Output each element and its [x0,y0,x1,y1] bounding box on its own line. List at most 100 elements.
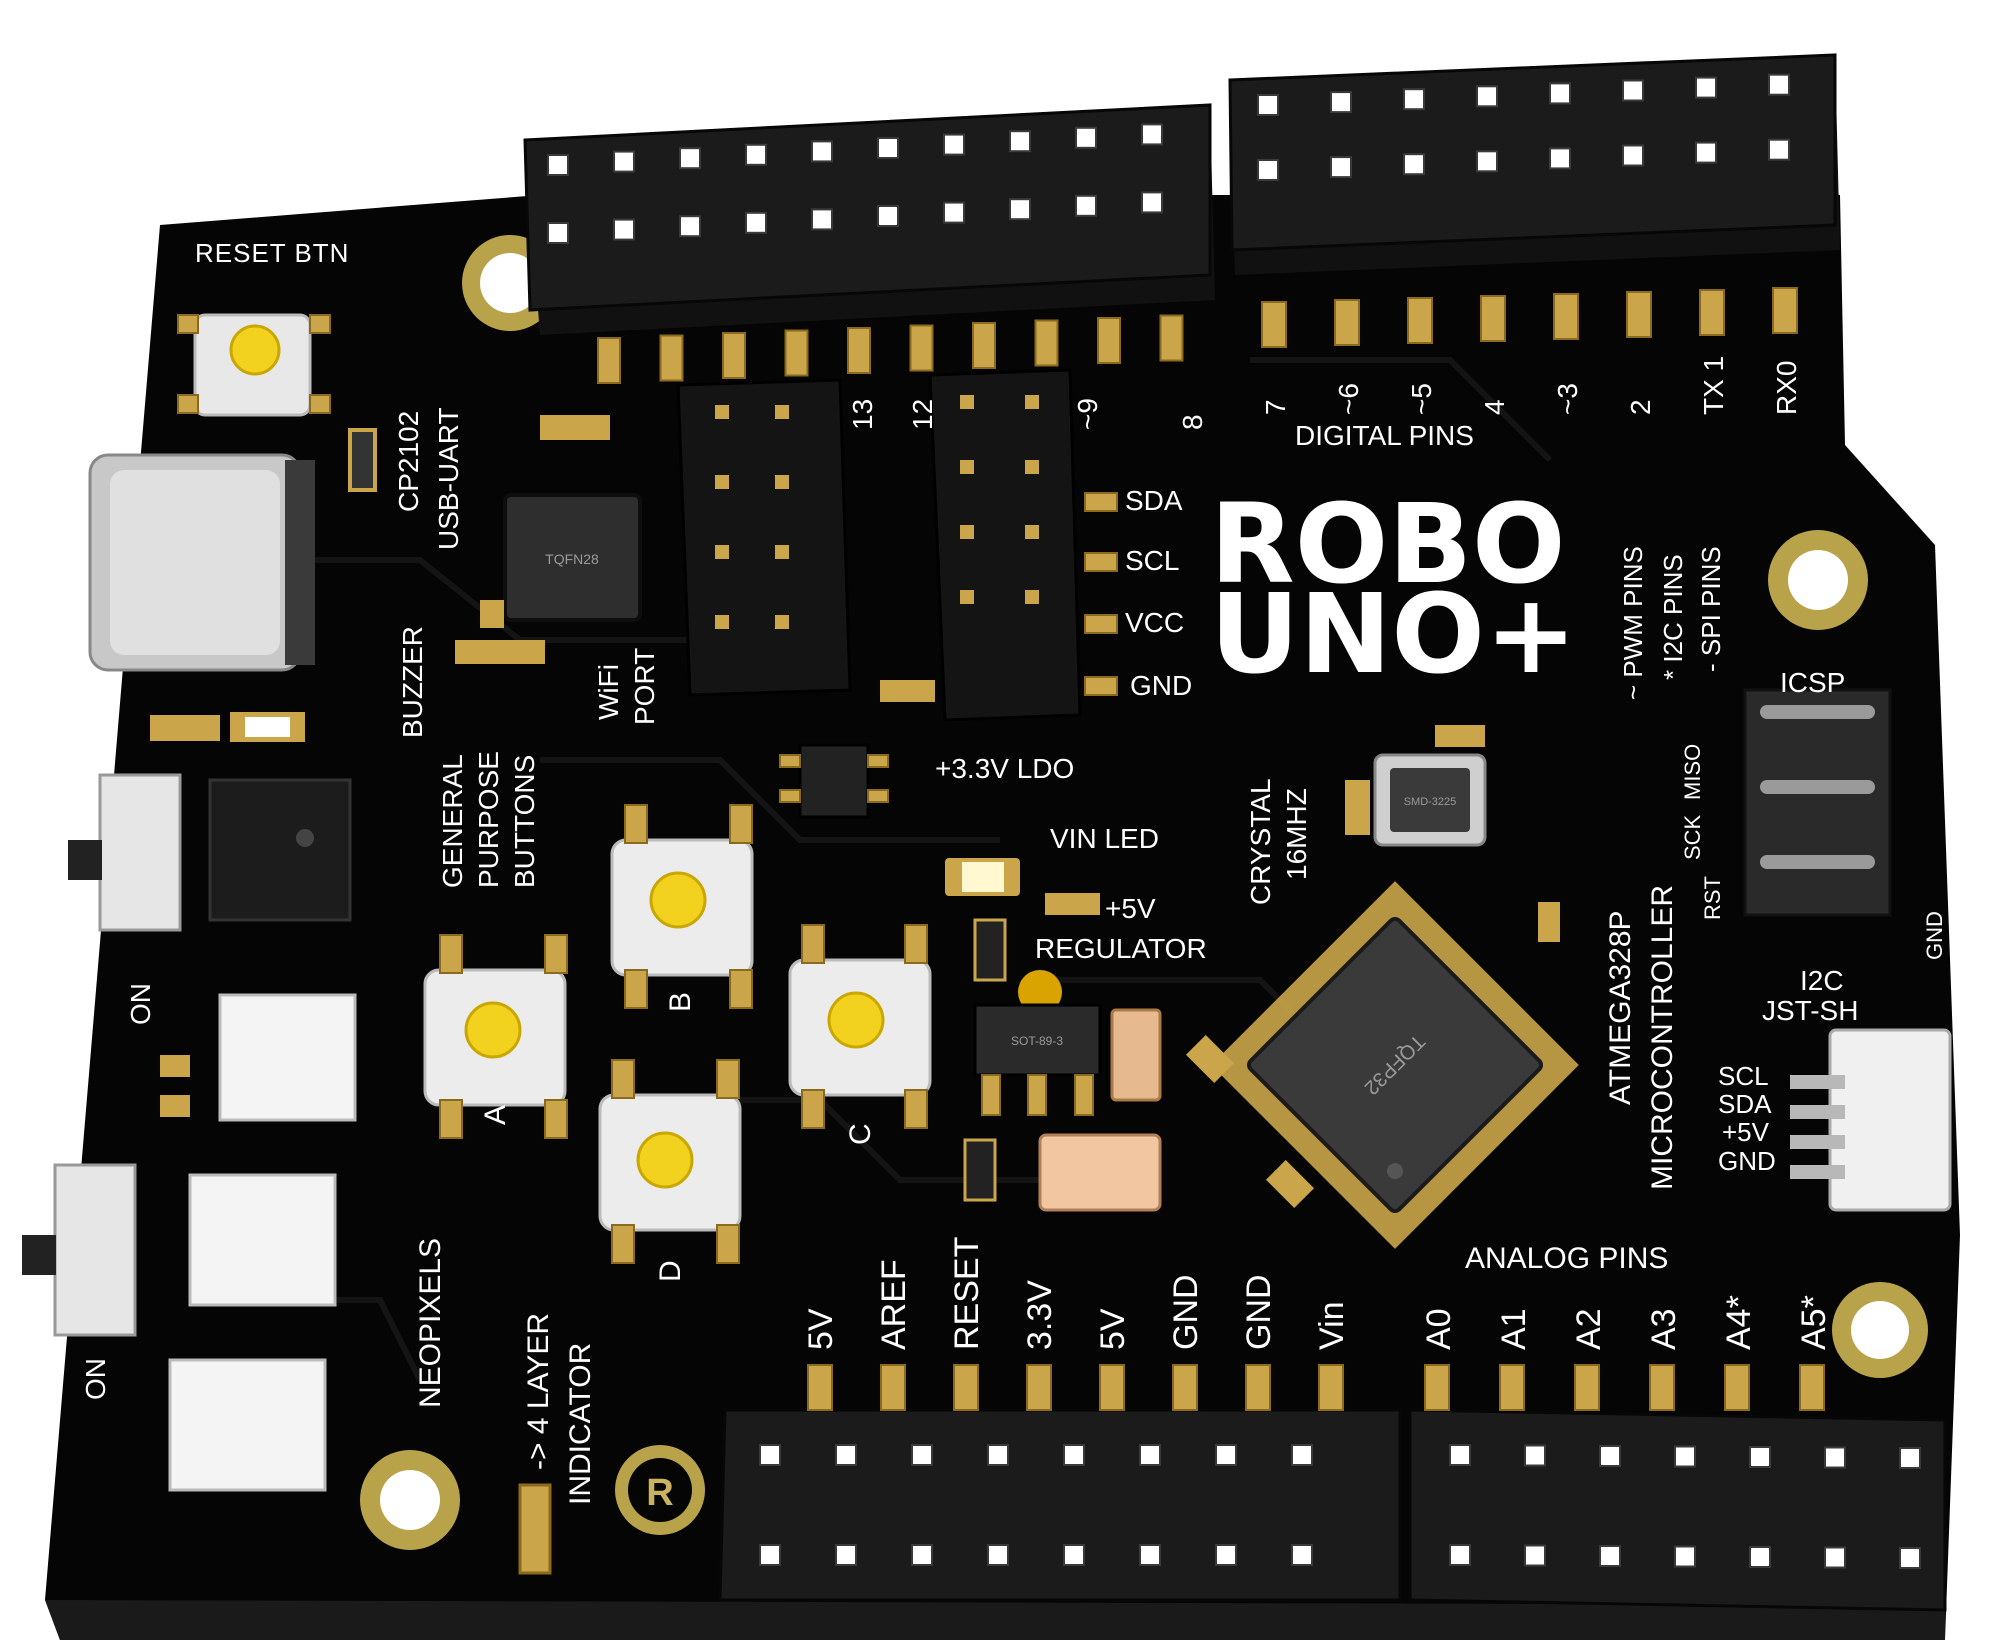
header-socket[interactable] [1009,130,1031,153]
header-socket[interactable] [1476,85,1498,108]
header-socket[interactable] [1768,73,1790,96]
header-socket[interactable] [1695,141,1717,164]
button-d[interactable] [598,1059,742,1264]
header-socket[interactable] [1215,1544,1237,1566]
icsp-pin-sck: SCK [1680,814,1705,860]
header-socket[interactable] [1215,1444,1237,1466]
header-socket[interactable] [759,1544,781,1566]
five-volt-regulator: SOT-89-3 [973,970,1102,1116]
header-socket[interactable] [1524,1544,1546,1567]
header-socket[interactable] [1403,88,1425,111]
header-socket[interactable] [1674,1445,1696,1468]
digital-pin-label: 13 [847,399,878,430]
header-socket[interactable] [1330,91,1352,114]
header-socket[interactable] [877,205,899,227]
pin-pad [909,324,934,372]
header-socket[interactable] [1330,156,1352,179]
button-b-label: B [664,992,697,1012]
header-socket[interactable] [987,1444,1009,1466]
header-socket[interactable] [1075,126,1097,149]
header-socket[interactable] [613,218,635,241]
header-socket[interactable] [613,150,635,173]
header-socket[interactable] [911,1444,933,1466]
icsp-pin-gnd: GND [1922,911,1947,960]
icsp-header [1743,688,1892,917]
header-socket[interactable] [759,1444,781,1466]
header-socket[interactable] [1139,1444,1161,1466]
digital-pin-label: RX0 [1771,361,1802,415]
header-socket[interactable] [811,208,833,231]
header-socket[interactable] [943,133,965,156]
header-socket[interactable] [1768,138,1790,161]
atmega-label: ATMEGA328P [1604,910,1637,1105]
on-label-2: ON [80,1358,111,1400]
header-socket[interactable] [1449,1544,1471,1566]
header-socket[interactable] [987,1544,1009,1566]
button-b[interactable] [610,804,754,1009]
header-socket[interactable] [1141,123,1163,146]
header-socket[interactable] [811,140,833,163]
power-switch-2[interactable] [22,1163,137,1337]
digital-pin-label: ~9 [1072,398,1103,430]
header-socket[interactable] [877,137,899,159]
header-socket[interactable] [835,1444,857,1466]
button-d-label: D [654,1260,687,1282]
header-socket[interactable] [1009,198,1031,221]
crystal-marking: SMD-3225 [1404,796,1457,808]
digital-pin-label: TX 1 [1698,356,1729,415]
header-socket[interactable] [835,1544,857,1566]
button-a[interactable] [423,934,568,1139]
header-socket[interactable] [943,201,965,224]
header-socket[interactable] [1599,1545,1621,1567]
header-socket[interactable] [1695,76,1717,99]
header-socket[interactable] [1139,1544,1161,1566]
pin-pad [880,1364,906,1411]
usb-uart-chip: TQFN28 [503,493,642,622]
header-socket[interactable] [1403,153,1425,176]
header-socket[interactable] [911,1544,933,1566]
header-socket[interactable] [1257,159,1279,181]
header-socket[interactable] [1749,1546,1771,1568]
header-socket[interactable] [1899,1547,1921,1569]
regulator-label: REGULATOR [1035,933,1207,964]
power-switch-1[interactable] [68,773,182,932]
header-socket[interactable] [1899,1447,1921,1469]
board-title-line1: ROBO [1210,480,1566,608]
header-socket[interactable] [1063,1444,1085,1466]
header-socket[interactable] [1824,1546,1846,1569]
header-socket[interactable] [1257,94,1279,116]
power-analog-pin-pads [807,1364,1825,1411]
header-socket[interactable] [1291,1444,1313,1466]
reset-btn-label: RESET BTN [195,238,349,268]
analog-pin-label: A3 [1645,1308,1683,1350]
button-a-label: A [479,1105,512,1125]
header-socket[interactable] [1524,1444,1546,1467]
header-socket[interactable] [1549,147,1571,170]
analog-header [1408,1408,1947,1612]
header-socket[interactable] [1291,1544,1313,1566]
header-socket[interactable] [1063,1544,1085,1566]
mounting-hole [1768,530,1868,630]
header-socket[interactable] [745,143,767,166]
header-socket[interactable] [1075,194,1097,217]
header-socket[interactable] [1749,1446,1771,1468]
header-socket[interactable] [679,215,701,238]
button-c[interactable] [788,924,932,1129]
header-socket[interactable] [1622,79,1644,102]
header-socket[interactable] [1449,1444,1471,1466]
header-socket[interactable] [1674,1545,1696,1568]
header-socket[interactable] [745,211,767,234]
digital-pin-pads [597,287,1798,384]
mounting-hole [1832,1282,1928,1378]
header-socket[interactable] [547,222,569,244]
header-socket[interactable] [1599,1445,1621,1467]
reset-button[interactable] [177,313,331,417]
header-socket[interactable] [1141,191,1163,214]
header-socket[interactable] [1622,144,1644,167]
header-socket[interactable] [679,147,701,170]
header-socket[interactable] [1824,1446,1846,1469]
header-socket[interactable] [1549,82,1571,105]
header-socket[interactable] [547,154,569,176]
header-socket[interactable] [1476,150,1498,173]
